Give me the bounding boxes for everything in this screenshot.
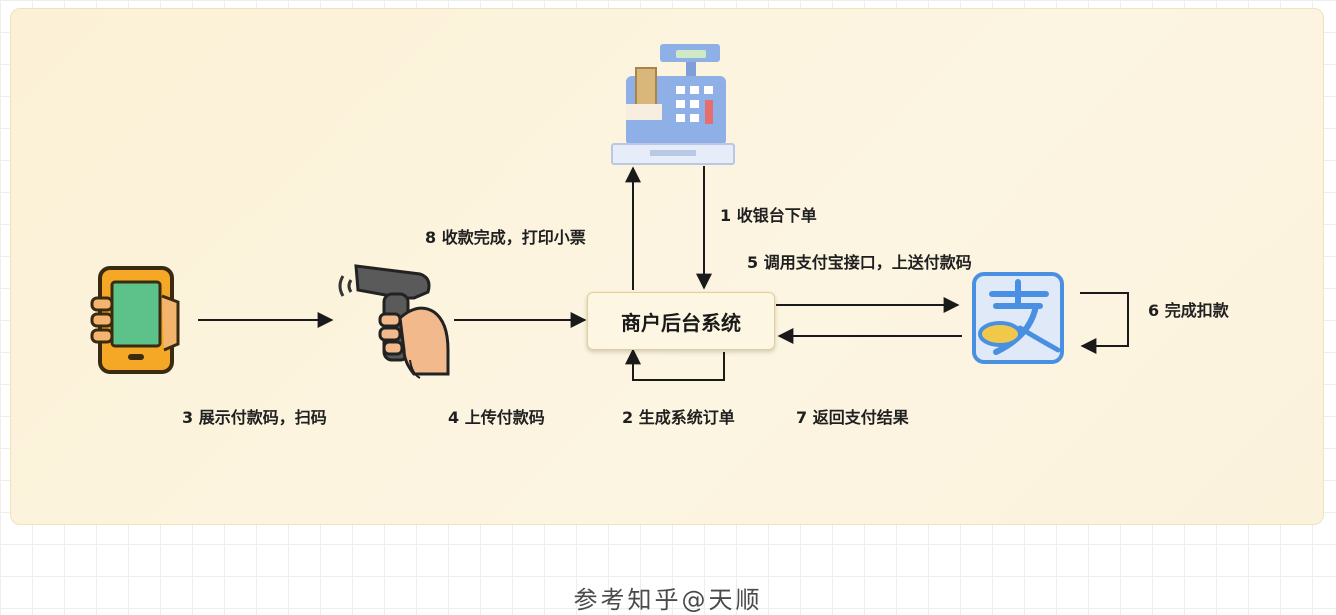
arrow-6-deduct	[1080, 292, 1129, 354]
step-3-label: 3 展示付款码，扫码	[182, 408, 327, 427]
step-6-label: 6 完成扣款	[1148, 301, 1229, 320]
alipay-icon	[972, 272, 1064, 364]
merchant-backend-node: 商户后台系统	[587, 292, 775, 350]
step-4-label: 4 上传付款码	[448, 408, 545, 427]
step-5-label: 5 调用支付宝接口，上送付款码	[747, 253, 972, 272]
step-7-label: 7 返回支付结果	[796, 408, 909, 427]
source-caption: 参考知乎@天顺	[573, 586, 763, 614]
step-1-label: 1 收银台下单	[720, 206, 817, 225]
step-8-label: 8 收款完成，打印小票	[425, 228, 586, 247]
arrow-2-create-order	[625, 348, 725, 381]
flow-arrows	[198, 166, 1129, 381]
step-2-label: 2 生成系统订单	[622, 408, 735, 427]
cash-register-icon	[611, 44, 735, 165]
barcode-scanner-icon	[338, 264, 450, 379]
phone-icon	[90, 266, 180, 374]
